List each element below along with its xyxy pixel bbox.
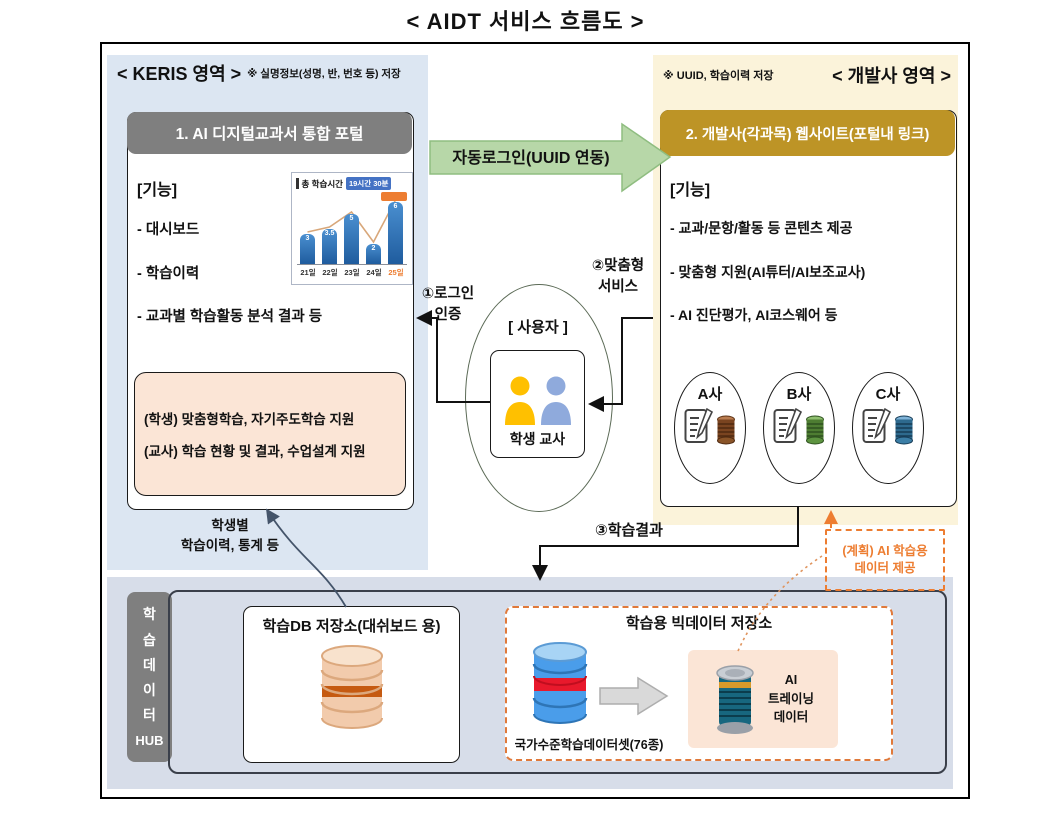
- chart-header: 총 학습시간 19시간 30분: [292, 173, 412, 192]
- developer-header: ※ UUID, 학습이력 저장 < 개발사 영역 >: [663, 62, 951, 88]
- chart-plot-area: 3 3.5 5 2 6: [297, 192, 407, 264]
- chart-title: 총 학습시간: [301, 178, 343, 189]
- database-icon: [717, 415, 735, 445]
- ai-training-box: AI 트레이닝 데이터: [688, 650, 838, 748]
- company-b-label: B사: [786, 386, 812, 403]
- dashboard-database-icon: [320, 645, 383, 729]
- dashboard-db-title: 학습DB 저장소(대쉬보드 용): [262, 618, 441, 635]
- ai-training-database-icon: [716, 665, 754, 734]
- chart-trend-line: [307, 199, 397, 244]
- hub-tab: 학 습 데 이 터 HUB: [127, 592, 172, 762]
- company-c-circle: C사: [852, 372, 924, 484]
- hub-box: [168, 590, 947, 774]
- national-dataset-database-icon: [532, 642, 588, 724]
- company-a-icons: [684, 407, 736, 445]
- chart-total-badge: 19시간 30분: [345, 177, 392, 190]
- site-feature-tutor: - 맞춤형 지원(AI튜터/AI보조교사): [670, 264, 866, 280]
- site-func-label: [기능]: [670, 182, 711, 199]
- study-time-chart: 총 학습시간 19시간 30분 3 3.5 5 2 6 21일 22일 23일 …: [291, 172, 413, 285]
- support-student-line: (학생) 맞춤형학습, 자기주도학습 지원: [144, 412, 355, 427]
- user-box: 학생 교사: [490, 350, 585, 458]
- portal-feature-history: - 학습이력: [137, 266, 200, 282]
- company-a-label: A사: [697, 386, 723, 403]
- step3-label: ③학습결과: [595, 522, 663, 539]
- chart-x-labels: 21일 22일 23일 24일 25일: [297, 264, 407, 278]
- chart-x-label: 21일: [300, 268, 316, 277]
- company-b-circle: B사: [763, 372, 835, 484]
- portal-feature-dashboard: - 대시보드: [137, 222, 200, 238]
- portal-feature-analysis: - 교과별 학습활동 분석 결과 등: [137, 309, 323, 325]
- step1-label: ①로그인 인증: [421, 286, 475, 324]
- keris-header-title: < KERIS 영역 >: [117, 64, 242, 84]
- database-icon: [806, 415, 824, 445]
- developer-header-title: < 개발사 영역 >: [832, 66, 951, 86]
- document-pencil-icon: [684, 407, 714, 443]
- step2-label: ②맞춤형 서비스: [591, 258, 645, 296]
- site-feature-content: - 교과/문항/활동 등 콘텐츠 제공: [670, 220, 853, 236]
- support-teacher-line: (교사) 학습 현황 및 결과, 수업설계 지원: [144, 444, 366, 459]
- auto-login-label: 자동로그인(UUID 연동): [452, 150, 610, 167]
- portal-box-title: 1. AI 디지털교과서 통합 포털: [127, 112, 412, 154]
- chart-bar: 6: [388, 202, 403, 264]
- national-dataset-label: 국가수준학습데이터셋(76종): [514, 738, 664, 752]
- site-feature-ai: - AI 진단평가, AI코스웨어 등: [670, 307, 838, 323]
- company-c-label: C사: [875, 386, 901, 403]
- document-pencil-icon: [773, 407, 803, 443]
- keris-header-note: ※ 실명정보(성명, 반, 번호 등) 저장: [247, 67, 401, 80]
- page-title: < AIDT 서비스 흐름도 >: [406, 9, 645, 34]
- keris-header: < KERIS 영역 > ※ 실명정보(성명, 반, 번호 등) 저장: [117, 60, 423, 86]
- chart-x-label: 23일: [344, 268, 360, 277]
- dashboard-db-box: 학습DB 저장소(대쉬보드 용): [243, 606, 460, 763]
- company-c-icons: [862, 407, 914, 445]
- company-a-circle: A사: [674, 372, 746, 484]
- support-box: (학생) 맞춤형학습, 자기주도학습 지원 (교사) 학습 현황 및 결과, 수…: [134, 372, 406, 496]
- per-student-label: 학생별 학습이력, 통계 등: [180, 518, 280, 554]
- bigdata-title: 학습용 빅데이터 저장소: [625, 615, 773, 632]
- chart-bar: 3.5: [322, 229, 337, 264]
- database-icon: [895, 415, 913, 445]
- chart-bar: 3: [300, 234, 315, 264]
- portal-func-label: [기능]: [137, 182, 178, 199]
- document-pencil-icon: [862, 407, 892, 443]
- ai-training-label: AI 트레이닝 데이터: [767, 672, 814, 725]
- plan-note-box: (계획) AI 학습용 데이터 제공: [825, 529, 945, 591]
- user-members-label: 학생 교사: [509, 431, 566, 447]
- chart-bar: 2: [366, 244, 381, 264]
- chart-x-label: 25일: [388, 268, 404, 277]
- developer-site-title: 2. 개발사(각과목) 웹사이트(포털내 링크): [660, 110, 955, 156]
- developer-header-note: ※ UUID, 학습이력 저장: [663, 70, 774, 82]
- chart-highlight-badge: [381, 192, 407, 201]
- chart-x-label: 22일: [322, 268, 338, 277]
- chart-title-tick: [296, 178, 299, 189]
- user-group-title: [ 사용자 ]: [508, 319, 568, 336]
- chart-bar: 5: [344, 214, 359, 264]
- chart-x-label: 24일: [366, 268, 382, 277]
- company-b-icons: [773, 407, 825, 445]
- student-teacher-icons: [504, 376, 571, 425]
